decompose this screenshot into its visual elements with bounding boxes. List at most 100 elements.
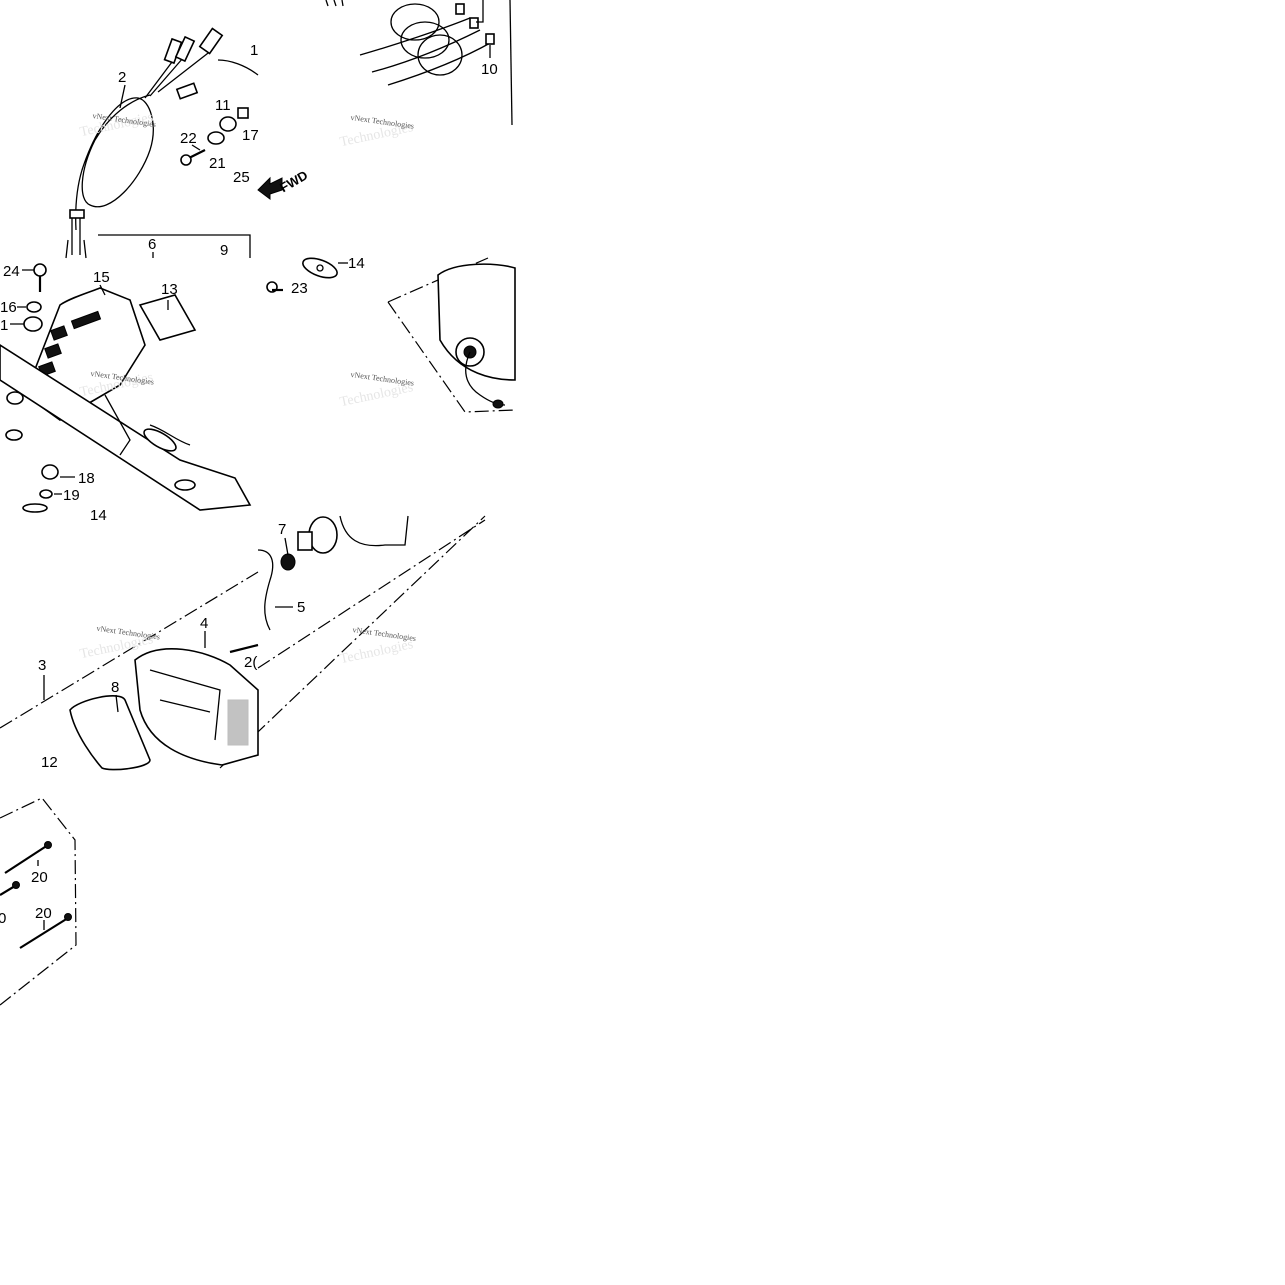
wire-loop [339, 515, 409, 547]
watermark-brand: vNext Technologies [352, 625, 417, 643]
wire-terminal [492, 399, 504, 409]
fwd-arrow-icon [257, 176, 283, 200]
grommet-ring-c [417, 34, 463, 76]
callout-16: 16 [0, 299, 17, 316]
callout-6: 6 [148, 236, 156, 253]
harness-grommet [69, 209, 85, 219]
bolt-22-head [180, 154, 192, 166]
callout-12: 12 [41, 754, 58, 771]
callout-19: 19 [63, 487, 80, 504]
fwd-label: FWD [277, 167, 310, 195]
nut-11 [219, 116, 237, 132]
tile-mounting-bracket: 24 15 13 16 1 18 19 14 [0, 263, 252, 524]
callout-11: 11 [215, 97, 231, 114]
harness-leads [144, 49, 213, 99]
grommet-ring-b [400, 21, 450, 59]
screw-partial-head [12, 881, 20, 889]
connector-d [175, 82, 199, 100]
rail-end-hole [6, 391, 24, 405]
callout-5: 5 [297, 599, 305, 616]
watermark-brand: vNext Technologies [350, 370, 415, 388]
tile-lens-bulb: 7 5 4 3 8 12 2( [0, 515, 486, 771]
callout-2: 2 [118, 69, 126, 86]
callout-15: 15 [93, 269, 110, 286]
lead-5 [257, 549, 274, 631]
callout-21: 21 [209, 155, 226, 172]
callout-24: 24 [3, 263, 20, 280]
connector-b [174, 35, 196, 63]
callout-25: 25 [233, 169, 250, 186]
watermarks: Technologies vNext Technologies Technolo… [79, 110, 417, 667]
leaders-screws [37, 860, 45, 930]
callout-20-partial: 0 [0, 910, 6, 927]
callout-7: 7 [278, 521, 286, 538]
lens-texture [227, 699, 249, 746]
callout-1: 1 [250, 42, 258, 59]
collar-16 [26, 301, 42, 313]
callout-1-mid: 1 [0, 317, 8, 334]
leaders-mid [10, 269, 169, 495]
tile-housing-back: 14 23 [266, 255, 516, 413]
screw-2 [229, 643, 259, 654]
plate-13 [138, 294, 197, 341]
washer-19 [39, 489, 53, 499]
screw-20a [4, 844, 49, 874]
screw-20a-head [44, 841, 52, 849]
frame-rail [0, 344, 252, 511]
bolt-24-head [33, 263, 47, 277]
tile-screws: 20 20 0 [0, 797, 77, 1006]
tile-socket-wires: 10 [325, 0, 513, 126]
plate-14 [22, 503, 48, 513]
bracket-line [98, 234, 251, 258]
connector-c [198, 27, 224, 55]
callout-4: 4 [200, 615, 208, 632]
leader-22 [191, 144, 201, 151]
callout-18: 18 [78, 470, 95, 487]
plate-edge [217, 59, 259, 76]
plate-14 [302, 257, 338, 279]
terminal-a [455, 3, 465, 15]
callout-13: 13 [161, 281, 178, 298]
frame-edge [509, 0, 513, 126]
tile-wiring-harness: FWD 2 1 11 22 17 21 25 6 9 [65, 27, 310, 259]
callout-17: 17 [242, 127, 259, 144]
callout-20b: 20 [35, 905, 52, 922]
plate-14-hole [316, 264, 324, 272]
gasket-8 [69, 695, 151, 771]
bracket-slot-2 [44, 343, 62, 359]
socket-7 [280, 553, 296, 571]
callout-2-bottom: 2( [244, 654, 257, 671]
rail-hole [174, 479, 196, 491]
leaders-bottom [43, 537, 293, 713]
grommet-part [5, 429, 23, 441]
nut-18 [41, 464, 59, 480]
bracket-slot-4 [70, 310, 102, 330]
screw-20b-head [64, 913, 72, 921]
lens-facets [149, 669, 221, 741]
rail-slot [143, 428, 177, 452]
lens-4 [134, 648, 259, 766]
callout-14: 14 [348, 255, 365, 272]
dash-outline-screws [0, 797, 77, 1006]
rail-detail [104, 394, 191, 456]
bulb-7b [308, 516, 338, 554]
terminal-b [469, 17, 479, 29]
callout-20a: 20 [31, 869, 48, 886]
wire-ends [325, 0, 344, 7]
callout-9: 9 [220, 242, 228, 259]
watermark-ghost: Technologies [339, 637, 415, 667]
harness-loop [75, 94, 154, 231]
callout-22: 22 [180, 130, 197, 147]
nut-1 [23, 316, 43, 332]
screw-20b [19, 917, 69, 949]
harness-end [65, 215, 87, 259]
grommet-ring-a [390, 3, 440, 41]
callout-10: 10 [481, 61, 498, 78]
callout-8: 8 [111, 679, 119, 696]
screw-partial [0, 885, 16, 896]
callout-14-low: 14 [90, 507, 107, 524]
bracket-10 [476, 0, 484, 23]
collar-17 [237, 107, 249, 119]
terminal-c [485, 33, 495, 45]
